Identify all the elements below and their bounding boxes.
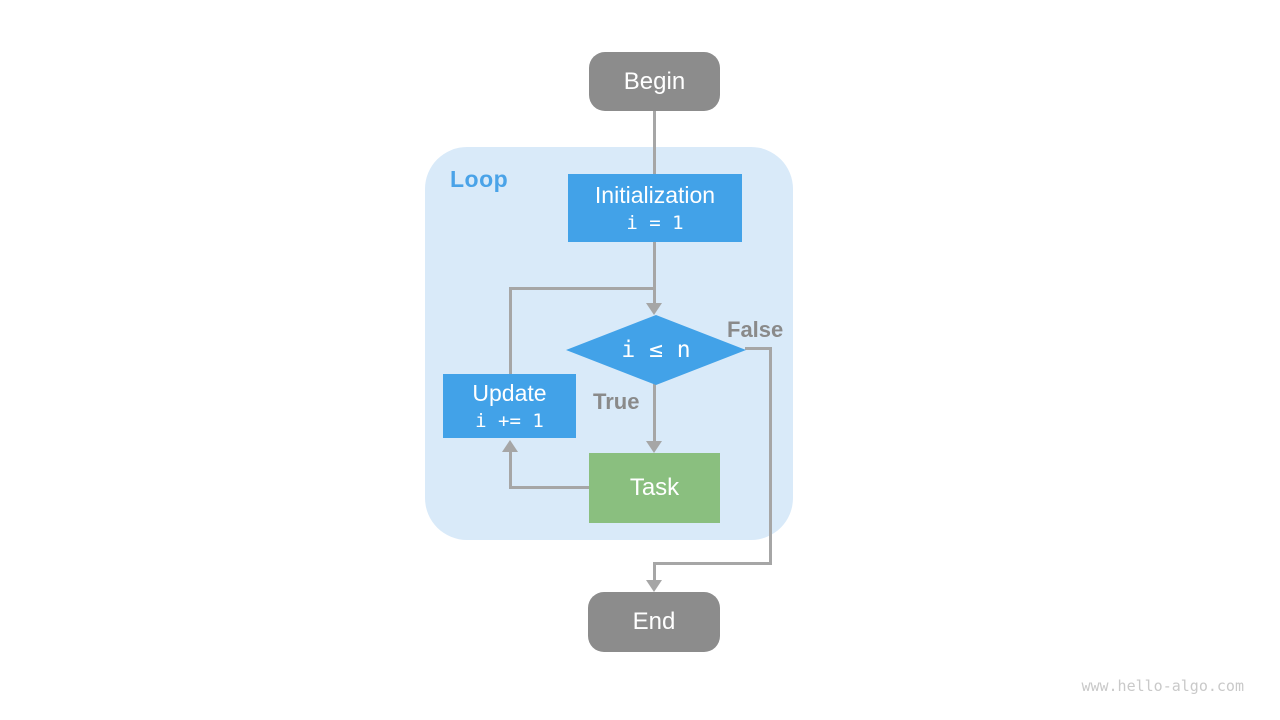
branch-label-false: False bbox=[727, 317, 784, 342]
node-update-code: i += 1 bbox=[475, 409, 544, 432]
node-update: Update i += 1 bbox=[443, 374, 576, 438]
node-end-label: End bbox=[632, 608, 676, 635]
node-begin-label: Begin bbox=[623, 67, 686, 95]
node-initialization: Initialization i = 1 bbox=[568, 174, 742, 242]
arrowhead-into-condition-icon bbox=[646, 303, 662, 315]
connector-condition-to-task bbox=[653, 383, 656, 443]
connector-false-to-end bbox=[653, 562, 656, 582]
connector-false-segment-left bbox=[654, 562, 772, 565]
node-begin: Begin bbox=[589, 52, 720, 111]
node-condition-code: i ≤ n bbox=[621, 336, 691, 363]
node-update-title: Update bbox=[472, 379, 547, 406]
connector-update-loopback-vertical bbox=[509, 287, 512, 376]
node-initialization-code: i = 1 bbox=[626, 211, 684, 234]
arrowhead-into-task-icon bbox=[646, 441, 662, 453]
loop-label: Loop bbox=[450, 166, 509, 192]
node-initialization-title: Initialization bbox=[594, 181, 716, 208]
node-task-label: Task bbox=[629, 474, 680, 501]
arrowhead-into-update-icon bbox=[502, 440, 518, 452]
connector-initialization-to-condition bbox=[653, 240, 656, 306]
arrowhead-into-end-icon bbox=[646, 580, 662, 592]
branch-label-true: True bbox=[593, 389, 640, 414]
connector-update-loopback-horizontal bbox=[509, 287, 656, 290]
connector-false-segment-down bbox=[769, 347, 772, 565]
node-task: Task bbox=[589, 453, 720, 523]
connector-task-to-update-vertical bbox=[509, 450, 512, 489]
connector-false-segment-right bbox=[745, 347, 772, 350]
connector-task-to-update-horizontal bbox=[509, 486, 590, 489]
node-end: End bbox=[588, 592, 720, 652]
connector-begin-to-initialization bbox=[653, 108, 656, 176]
watermark-text: www.hello-algo.com bbox=[1081, 677, 1244, 695]
